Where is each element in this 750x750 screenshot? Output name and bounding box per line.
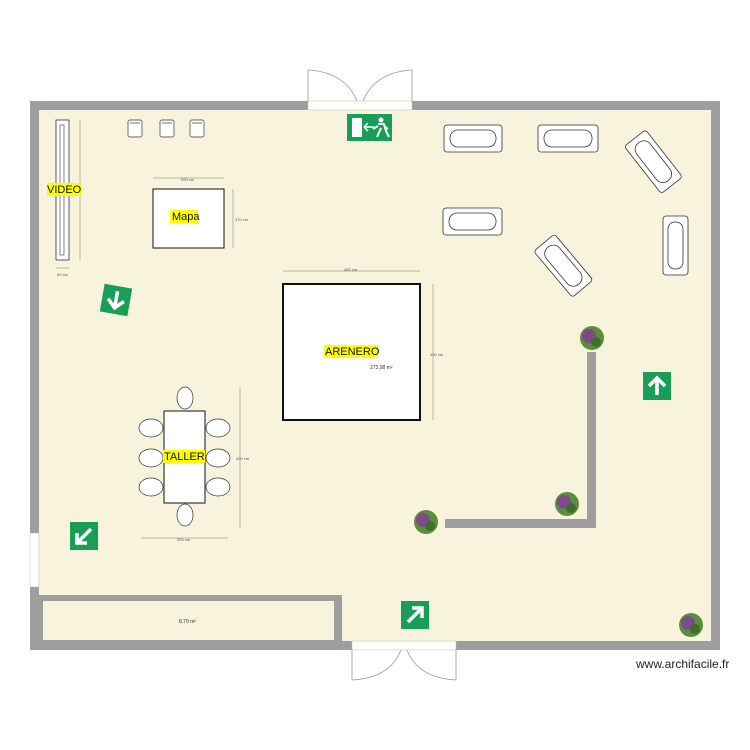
bathtub-1 — [443, 124, 503, 153]
small-room-wall-right — [334, 601, 342, 641]
interior-wall-vertical — [587, 352, 596, 528]
bottom-door-swing — [351, 649, 457, 681]
top-door-opening — [307, 100, 413, 111]
arenero-area: 400 cm 400 cm 273,98 m² — [282, 267, 444, 421]
appliances-group — [127, 119, 205, 138]
small-room-area: 8,79 m² — [179, 619, 196, 625]
bathtub-3 — [442, 207, 503, 236]
arenero-label: ARENERO — [325, 346, 380, 358]
top-door-swing — [307, 69, 413, 102]
taller-label-bg — [163, 450, 205, 463]
plant-4-icon — [679, 613, 703, 637]
arrow-up-sign-icon — [643, 372, 671, 400]
mapa-label-bg — [170, 210, 198, 223]
arenero-width-dim: 400 cm — [344, 267, 358, 272]
video-label-bg — [47, 183, 82, 196]
bathtub-6 — [662, 215, 689, 276]
bathtub-5 — [534, 234, 593, 297]
watermark: www.archifacile.fr — [636, 657, 730, 671]
arrow-down-sign-icon — [99, 283, 133, 317]
mapa-width-dim: 200 cm — [181, 177, 195, 182]
emergency-exit-sign-icon — [347, 114, 392, 141]
arrow-up-right-sign-icon — [401, 601, 429, 629]
small-room-floor — [43, 601, 334, 640]
mapa-height-dim: 170 cm — [235, 217, 249, 222]
bathtub-4 — [625, 130, 682, 193]
video-dimension: 60 cm — [57, 272, 69, 277]
taller-height-dim: 400 cm — [236, 456, 250, 461]
bottom-door-opening — [351, 640, 457, 651]
taller-width-dim: 250 cm — [177, 537, 191, 542]
left-door-opening — [29, 532, 40, 588]
video-label: VIDEO — [47, 184, 82, 196]
plant-1-icon — [580, 326, 604, 350]
mapa-label: Mapa — [172, 211, 200, 223]
taller-label: TALLER — [164, 451, 205, 463]
bathtub-2 — [537, 124, 599, 153]
arrow-down-left-sign-icon — [70, 522, 98, 550]
arenero-height-dim: 400 cm — [430, 352, 444, 357]
arenero-label-bg — [324, 345, 378, 358]
interior-wall-horizontal — [445, 519, 596, 528]
plant-2-icon — [555, 492, 579, 516]
arenero-area-text: 273,98 m² — [370, 365, 393, 371]
plant-3-icon — [414, 510, 438, 534]
